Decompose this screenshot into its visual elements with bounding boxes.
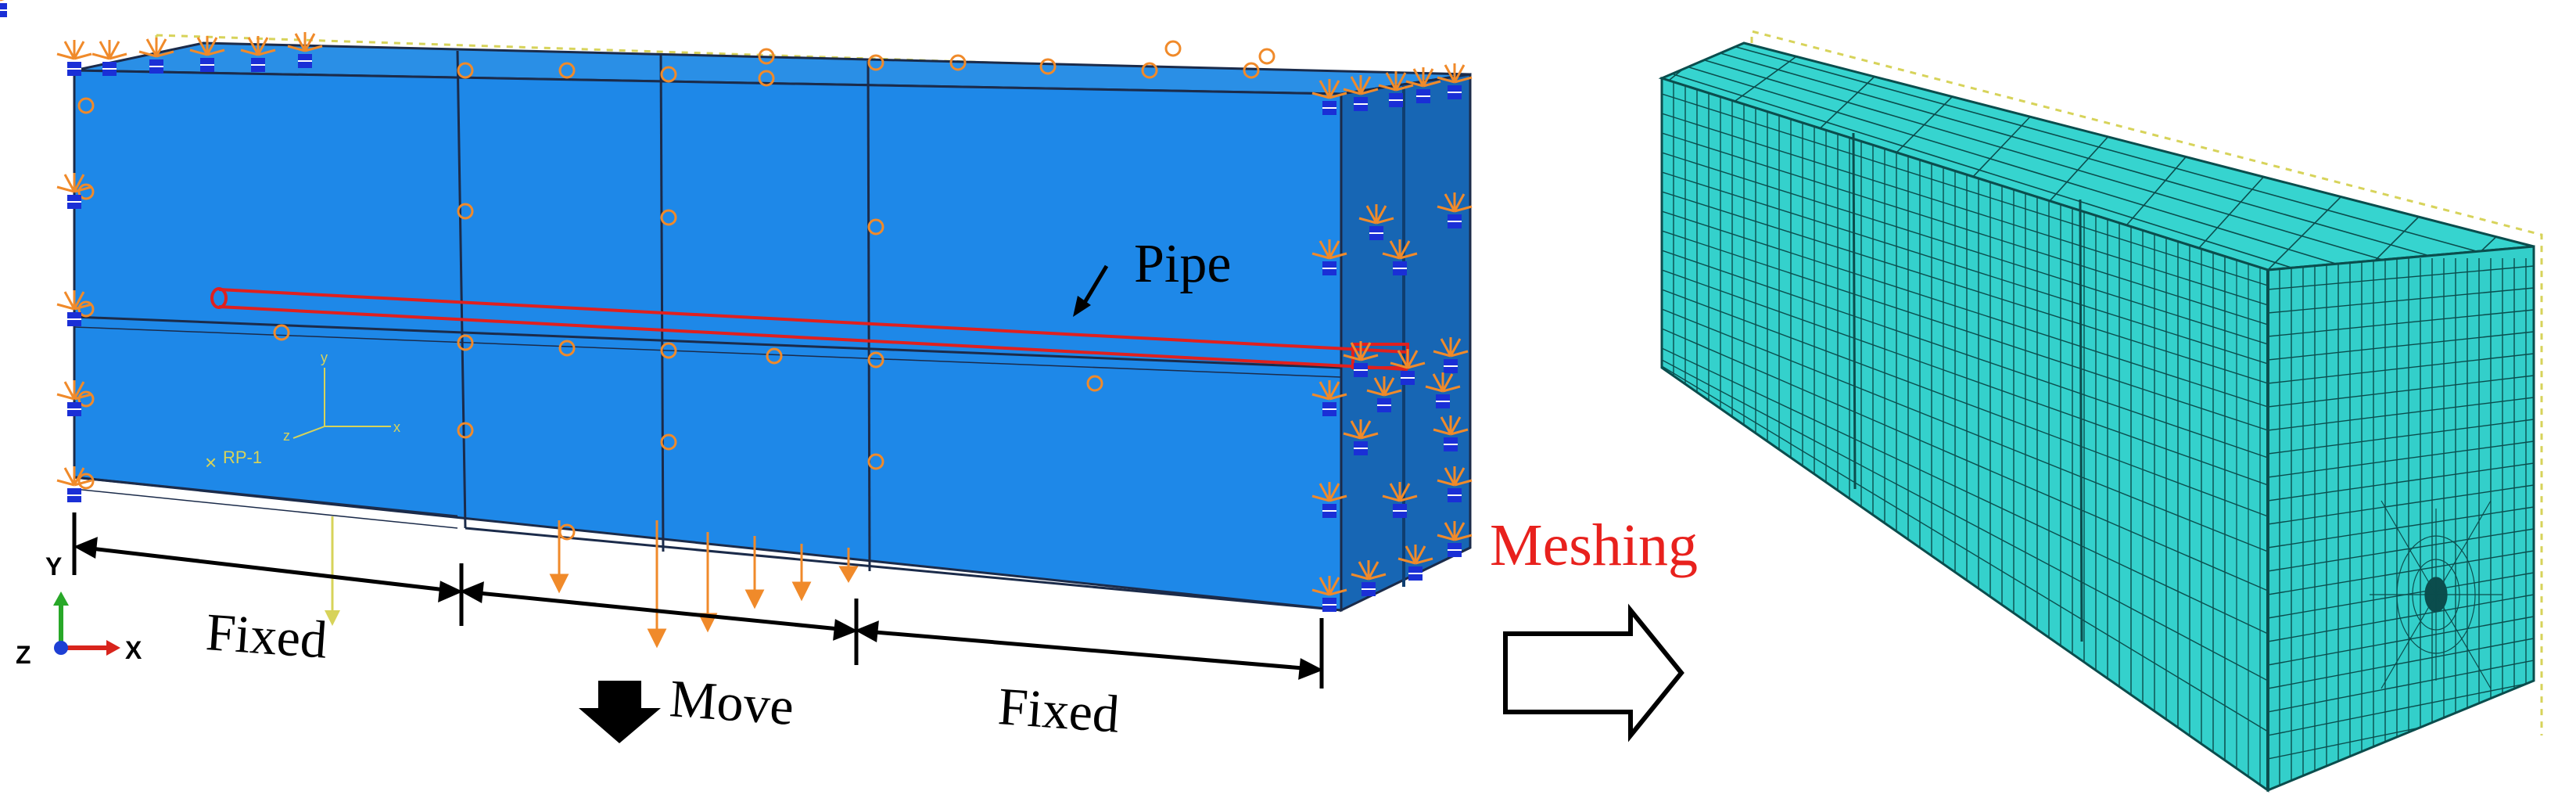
triad-z-label: Z — [16, 641, 31, 669]
hollow-arrow-icon — [1503, 603, 1684, 742]
meshing-label: Meshing — [1490, 512, 1698, 578]
displacement-arrow-icons — [325, 516, 859, 649]
dimension-lines — [72, 512, 1324, 689]
mini-axis-z: z — [283, 428, 290, 444]
pipe-pointer-arrow — [1073, 264, 1109, 317]
mini-axis-y: y — [321, 350, 328, 365]
reference-point-label: RP-1 — [223, 448, 262, 467]
pipe-label: Pipe — [1134, 234, 1231, 294]
triad-x-label: X — [125, 636, 142, 664]
coordinate-triad-icon — [53, 591, 120, 656]
mini-axes — [292, 368, 391, 439]
move-label: Move — [668, 668, 796, 736]
fixed-support-icons — [0, 0, 1473, 613]
move-down-arrow-icon — [579, 681, 661, 743]
surface-markers — [77, 40, 1275, 541]
fixed-left-label: Fixed — [204, 602, 329, 670]
fixed-right-label: Fixed — [996, 676, 1121, 744]
meshed-model — [1658, 30, 2543, 793]
mini-axis-x: x — [393, 419, 400, 435]
rp-marker: × — [205, 451, 217, 474]
bc-model: y x z RP-1 × Pipe Fixed Move Fixed — [0, 0, 1473, 744]
fixed-support-icon — [0, 0, 7, 17]
triad-y-label: Y — [45, 552, 62, 581]
block-front-face — [73, 69, 1343, 612]
